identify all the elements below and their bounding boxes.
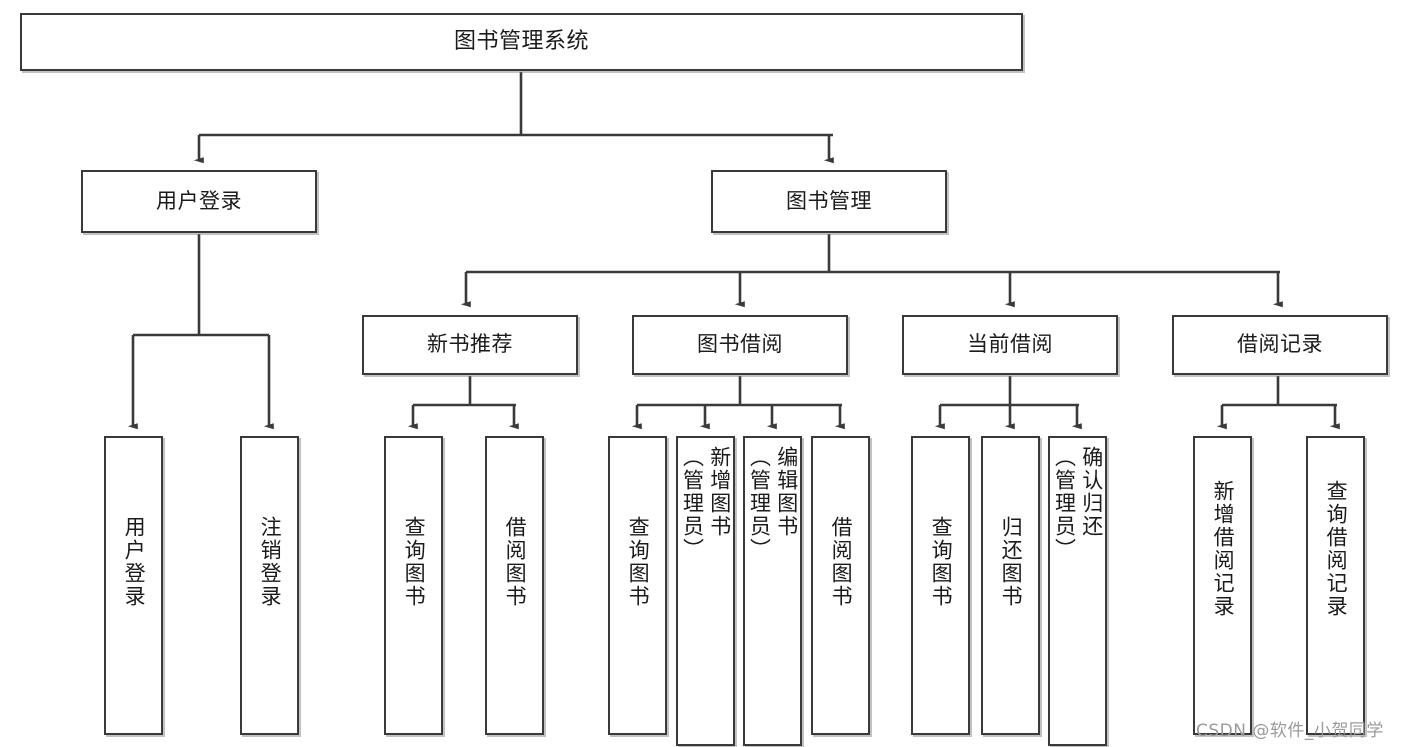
node-label: 新增图书 （管理员） xyxy=(680,446,732,561)
node-label: 图书借阅 xyxy=(697,332,783,357)
node-label: 借阅图书 xyxy=(503,516,528,608)
leaf-user-login[interactable]: 用户登录 xyxy=(104,436,163,735)
leaf-edit-book-admin[interactable]: 编辑图书 （管理员） xyxy=(743,436,802,746)
leaf-borrow-book-recommend[interactable]: 借阅图书 xyxy=(485,436,544,735)
node-label: 借阅图书 xyxy=(829,516,854,608)
node-label: 查询图书 xyxy=(626,516,651,608)
node-book-borrow[interactable]: 图书借阅 xyxy=(632,315,848,375)
node-label: 当前借阅 xyxy=(967,332,1053,357)
node-label: 用户登录 xyxy=(156,188,242,213)
leaf-query-book-recommend[interactable]: 查询图书 xyxy=(384,436,443,735)
leaf-logout-login[interactable]: 注销登录 xyxy=(240,436,299,735)
node-book-management[interactable]: 图书管理 xyxy=(711,170,947,233)
node-current-borrow[interactable]: 当前借阅 xyxy=(902,315,1118,375)
node-label: 图书管理系统 xyxy=(453,28,589,54)
leaf-query-book-borrow[interactable]: 查询图书 xyxy=(608,436,667,735)
node-label: 确认归还 （管理员） xyxy=(1052,446,1104,561)
node-label: 图书管理 xyxy=(786,188,872,213)
node-label: 注销登录 xyxy=(258,516,283,608)
leaf-borrow-book-borrow[interactable]: 借阅图书 xyxy=(811,436,870,735)
leaf-add-borrow-record[interactable]: 新增借阅记录 xyxy=(1193,436,1252,735)
leaf-query-borrow-record[interactable]: 查询借阅记录 xyxy=(1306,436,1365,735)
leaf-return-book[interactable]: 归还图书 xyxy=(981,436,1040,735)
watermark-text: CSDN @软件_小贺同学 xyxy=(1196,721,1384,741)
node-label: 查询借阅记录 xyxy=(1324,480,1349,618)
node-root-book-management-system[interactable]: 图书管理系统 xyxy=(20,13,1023,71)
node-user-login[interactable]: 用户登录 xyxy=(81,170,317,233)
leaf-confirm-return-admin[interactable]: 确认归还 （管理员） xyxy=(1048,436,1107,746)
node-label: 编辑图书 （管理员） xyxy=(747,446,799,561)
node-label: 查询图书 xyxy=(402,516,427,608)
leaf-query-book-current[interactable]: 查询图书 xyxy=(911,436,970,735)
csdn-watermark: CSDN @软件_小贺同学 xyxy=(1196,716,1384,741)
node-label: 新增借阅记录 xyxy=(1211,480,1236,618)
node-new-book-recommend[interactable]: 新书推荐 xyxy=(362,315,578,375)
node-borrow-record[interactable]: 借阅记录 xyxy=(1172,315,1388,375)
node-label: 新书推荐 xyxy=(427,332,513,357)
node-label: 归还图书 xyxy=(999,516,1024,608)
node-label: 查询图书 xyxy=(929,516,954,608)
node-label: 借阅记录 xyxy=(1237,332,1323,357)
leaf-add-book-admin[interactable]: 新增图书 （管理员） xyxy=(676,436,735,746)
node-label: 用户登录 xyxy=(122,516,147,608)
